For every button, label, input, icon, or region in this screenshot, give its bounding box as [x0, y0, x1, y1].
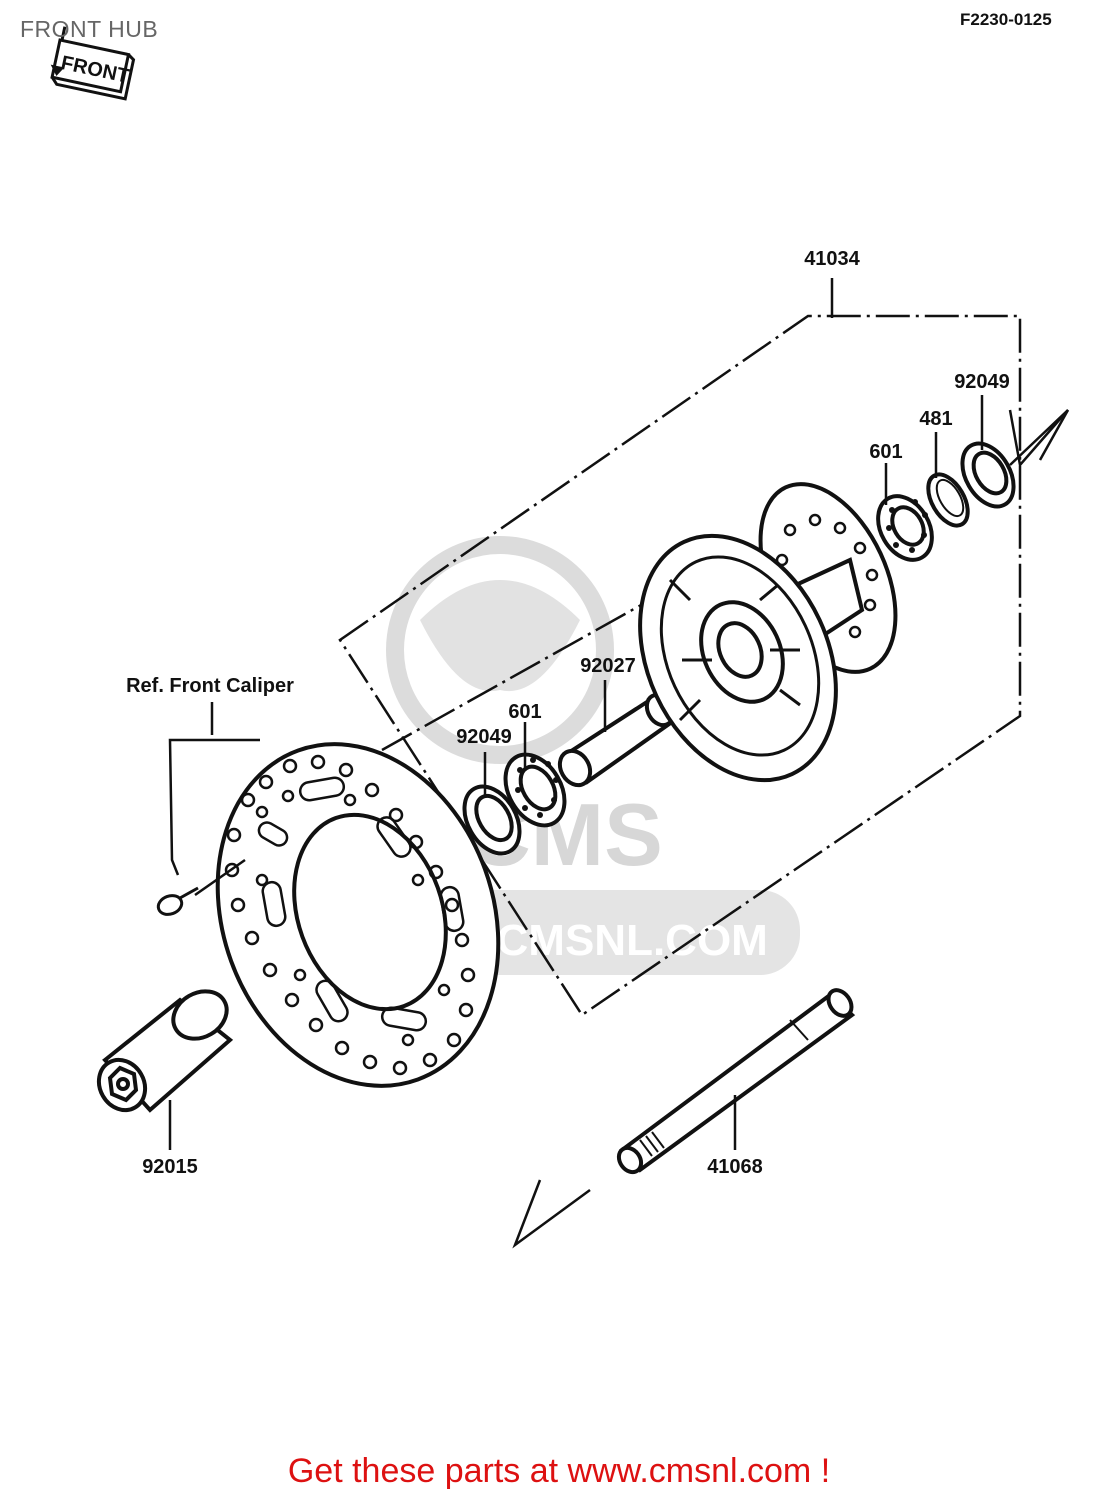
circlip — [926, 472, 970, 528]
bearing-right — [876, 494, 934, 562]
oil-seal-right — [960, 441, 1016, 509]
brake-disc — [215, 742, 501, 1088]
diagram-code: F2230-0125 — [960, 10, 1052, 29]
axle-nut — [96, 989, 234, 1113]
label-41034: 41034 — [804, 248, 860, 270]
label-92049-right: 92049 — [954, 371, 1010, 393]
label-481: 481 — [919, 408, 952, 430]
leader-lines — [168, 278, 984, 1150]
label-41068: 41068 — [707, 1156, 763, 1178]
hub-body — [638, 482, 898, 783]
label-92015: 92015 — [142, 1156, 198, 1178]
page-title: FRONT HUB — [20, 16, 159, 42]
label-ref-front-caliper: Ref. Front Caliper — [126, 675, 294, 697]
hub-assembly-outline — [338, 314, 1022, 1017]
label-601-right: 601 — [869, 441, 902, 463]
oil-seal-left — [462, 784, 522, 856]
part-labels: 41034 92049 481 601 92027 601 92049 Ref.… — [126, 248, 1010, 1178]
label-601-left: 601 — [508, 701, 541, 723]
label-92027: 92027 — [580, 655, 636, 677]
label-92049-left: 92049 — [456, 726, 512, 748]
bearing-left — [503, 752, 567, 828]
axle-direction-arrows — [512, 409, 1070, 1249]
footer-cta[interactable]: Get these parts at www.cmsnl.com ! — [287, 1452, 831, 1490]
disc-bolt — [156, 738, 260, 916]
front-badge-label: FRONT — [59, 52, 131, 88]
axle-shaft — [616, 988, 856, 1175]
